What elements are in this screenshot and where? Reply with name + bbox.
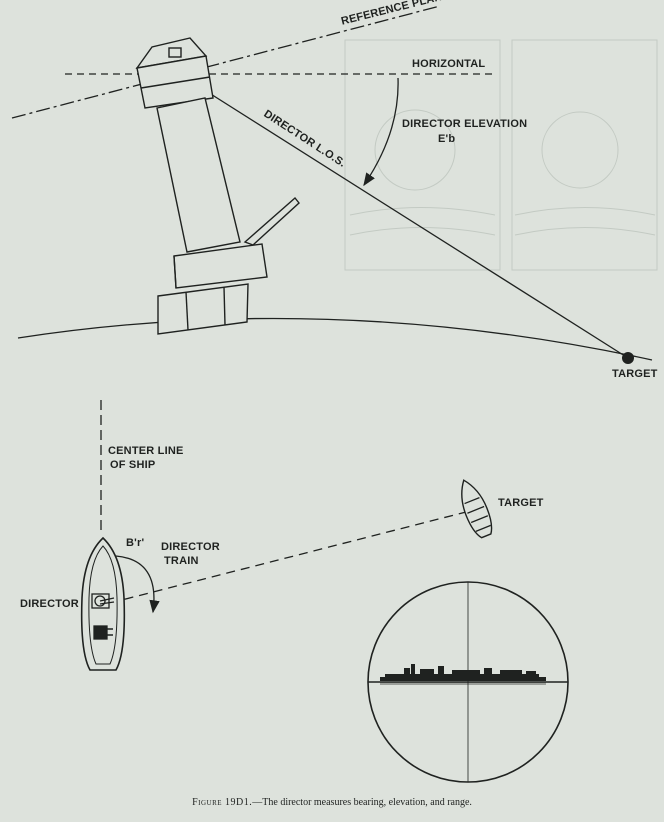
figure-caption: Figure 19D1.—The director measures beari… xyxy=(0,797,664,808)
caption-text: —The director measures bearing, elevatio… xyxy=(252,797,472,808)
label-director: DIRECTOR xyxy=(161,541,220,553)
label-center-line: CENTER LINE xyxy=(108,445,184,457)
label-director-elevation: DIRECTOR ELEVATION xyxy=(402,118,528,130)
label-director-ship: DIRECTOR xyxy=(20,598,79,610)
elevation-arc xyxy=(363,77,399,187)
label-target-top: TARGET xyxy=(612,368,658,380)
ground-curve xyxy=(17,317,653,361)
gun-turret xyxy=(93,625,108,640)
director-train-line xyxy=(109,511,467,604)
caption-figure-number: Figure 19D1. xyxy=(192,797,253,808)
target-dot xyxy=(622,352,634,364)
label-horizontal: HORIZONTAL xyxy=(412,58,486,70)
label-of-ship: OF SHIP xyxy=(110,459,156,471)
label-bearing-symbol: B'r' xyxy=(126,537,145,549)
label-train: TRAIN xyxy=(164,555,199,567)
director-los-line xyxy=(175,71,629,359)
ship-hull xyxy=(80,536,126,671)
bearing-arc xyxy=(115,555,160,614)
label-target-bottom: TARGET xyxy=(498,497,544,509)
reference-plane-line xyxy=(11,5,441,119)
target-silhouette xyxy=(380,664,546,681)
director-tower xyxy=(135,37,300,335)
target-boat xyxy=(461,479,493,539)
rangefinder-view xyxy=(367,581,569,783)
label-elevation-symbol: E'b xyxy=(438,133,456,145)
